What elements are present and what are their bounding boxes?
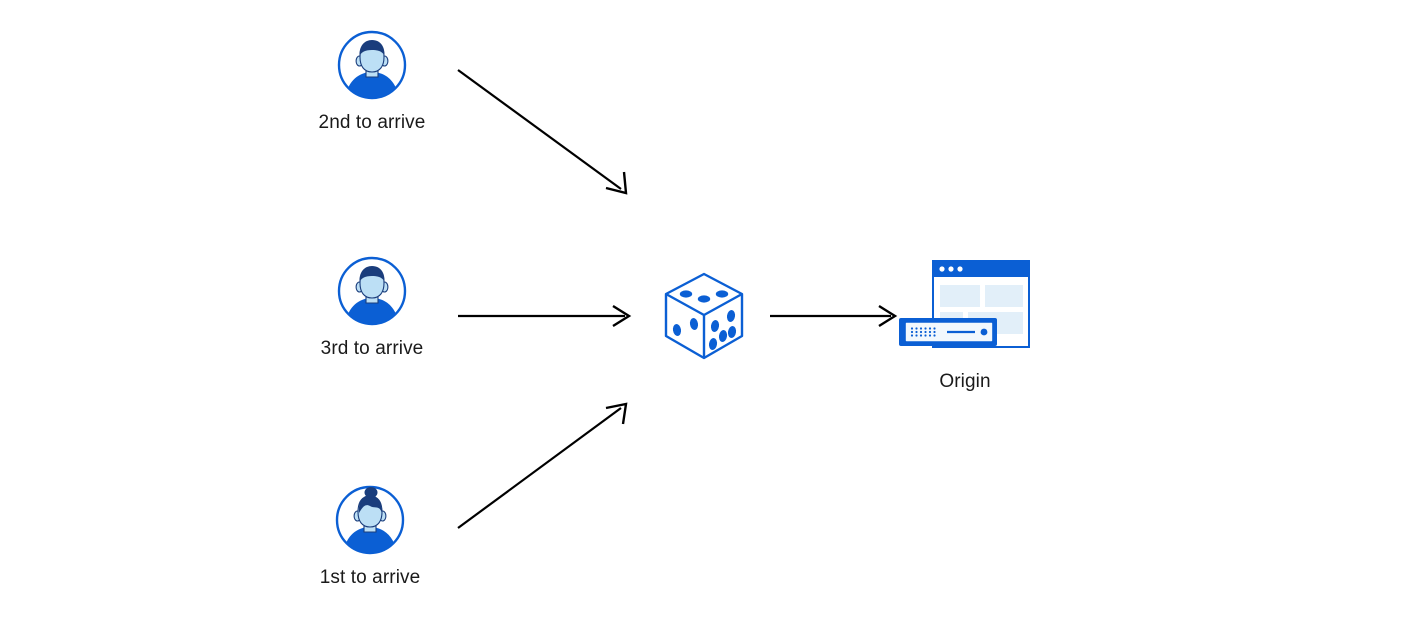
client-node-1st[interactable]: 1st to arrive (308, 483, 432, 589)
arrow-dice-to-origin (770, 304, 898, 328)
client-node-2nd-label: 2nd to arrive (318, 112, 426, 133)
dice-icon (658, 268, 750, 364)
arrow-client2-to-dice (457, 69, 628, 195)
origin-node[interactable]: Origin (895, 258, 1035, 393)
client-node-3rd[interactable]: 3rd to arrive (310, 254, 434, 360)
dice-left-pips (672, 318, 699, 336)
origin-server-icon (895, 258, 1035, 363)
arrow-client1-to-dice (457, 402, 628, 529)
client-node-2nd[interactable]: 2nd to arrive (310, 28, 434, 134)
client-node-3rd-label: 3rd to arrive (320, 338, 424, 359)
arrow-client3-to-dice (458, 304, 632, 328)
dice-top-pips (679, 290, 729, 303)
user-avatar-icon (335, 254, 409, 328)
user-avatar-icon (335, 28, 409, 102)
origin-node-label: Origin (939, 371, 991, 392)
client-node-1st-label: 1st to arrive (319, 567, 421, 588)
server-device (899, 318, 997, 346)
user-avatar-icon (333, 483, 407, 557)
server-vent-dots (910, 327, 936, 337)
dice-right-pips (708, 310, 737, 350)
